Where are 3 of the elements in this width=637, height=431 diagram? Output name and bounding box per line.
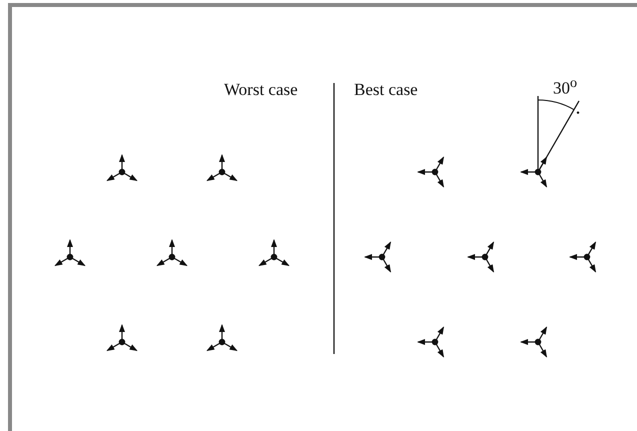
heading-text: Best case [354, 81, 418, 98]
heading-text: Worst case [224, 81, 298, 98]
angle-label: 30$^{o}$ [553, 76, 578, 97]
